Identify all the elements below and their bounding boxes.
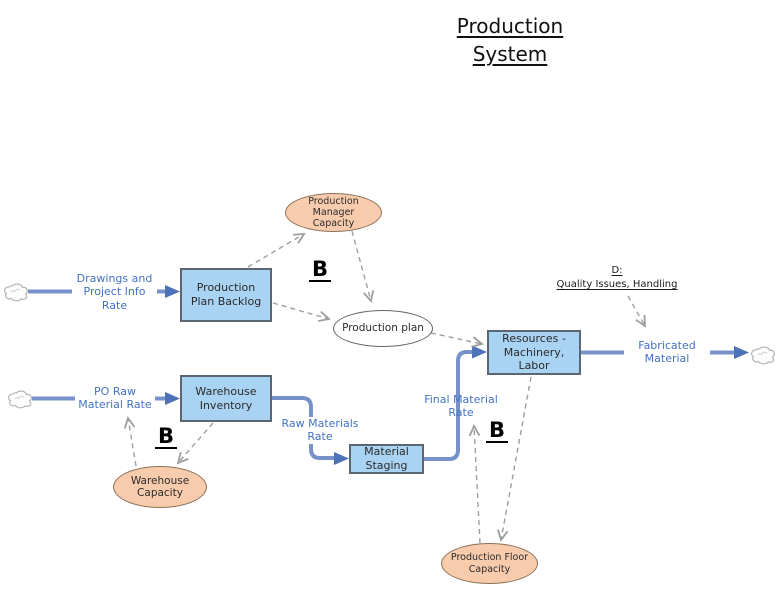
stock-production-plan-backlog: Production Plan Backlog [180, 268, 272, 322]
link-resources-to-floor-capacity [497, 376, 532, 543]
diagram-title: Production System [398, 12, 622, 68]
delay-annotation-line1: D: [611, 265, 623, 276]
delay-annotation: D: Quality Issues, Handling [547, 264, 687, 292]
link-backlog-to-manager-capacity [247, 232, 306, 268]
flow-label-final-material: Final Material Rate [424, 393, 498, 420]
link-warehouse-capacity-to-po-rate [123, 415, 137, 467]
flow-fabricated-arrowhead [734, 346, 749, 359]
diagram-title-line2: System [472, 42, 548, 66]
loop-marker-plan: B [309, 258, 332, 283]
diagram-title-line1: Production [456, 14, 564, 38]
link-production-plan-to-resources [430, 332, 484, 348]
aux-production-manager-capacity: Production Manager Capacity [285, 193, 382, 232]
link-backlog-to-production-plan [272, 302, 331, 322]
link-warehouse-to-warehouse-capacity [176, 422, 214, 465]
aux-warehouse-capacity: Warehouse Capacity [113, 466, 207, 508]
link-delay-to-fabricated-flow [627, 295, 647, 328]
aux-production-manager-capacity-label: Production Manager Capacity [308, 195, 359, 230]
source-cloud-po-raw [7, 390, 32, 409]
aux-warehouse-capacity-label: Warehouse Capacity [130, 474, 190, 499]
stock-warehouse-inventory-label: Warehouse Inventory [195, 384, 257, 412]
stock-warehouse-inventory: Warehouse Inventory [180, 375, 272, 422]
loop-marker-floor: B [486, 419, 509, 444]
aux-production-plan: Production plan [333, 310, 433, 347]
flow-final-material-arrowhead [472, 345, 487, 359]
loop-marker-warehouse: B [155, 425, 178, 450]
stock-material-staging-label: Material Staging [364, 445, 409, 472]
flow-label-fabricated: Fabricated Material [624, 339, 710, 366]
link-floor-capacity-to-final-rate [468, 423, 481, 544]
aux-production-floor-capacity-label: Production Floor Capacity [450, 552, 529, 575]
aux-production-floor-capacity: Production Floor Capacity [441, 543, 538, 584]
flow-final-material-line [424, 350, 474, 461]
source-cloud-drawings [3, 283, 28, 302]
stock-material-staging: Material Staging [349, 444, 424, 474]
flow-label-drawings: Drawings and Project Info Rate [72, 272, 157, 313]
sink-cloud-fabricated [750, 346, 775, 365]
flow-label-raw-materials: Raw Materials Rate [272, 417, 368, 444]
flow-drawings-arrowhead [165, 285, 180, 298]
stock-resources-machinery-labor-label: Resources - Machinery, Labor [502, 331, 566, 373]
flow-raw-materials-arrowhead [334, 452, 349, 465]
flow-label-po-raw: PO Raw Material Rate [75, 385, 155, 412]
aux-production-plan-label: Production plan [342, 322, 424, 335]
stock-production-plan-backlog-label: Production Plan Backlog [190, 281, 262, 308]
flow-po-raw-arrowhead [165, 392, 180, 405]
link-manager-capacity-to-production-plan [351, 230, 375, 303]
delay-annotation-line2: Quality Issues, Handling [556, 279, 678, 290]
stock-resources-machinery-labor: Resources - Machinery, Labor [487, 330, 581, 375]
